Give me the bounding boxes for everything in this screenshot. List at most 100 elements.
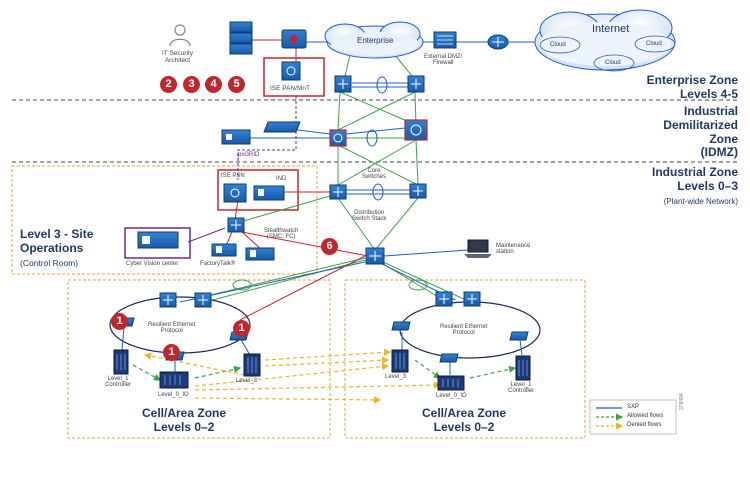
core-switch-right-icon xyxy=(409,183,427,199)
link-core-dist-1 xyxy=(337,197,376,251)
cell-right-level0-io-icon xyxy=(437,375,465,391)
cell-right-controller-icon xyxy=(515,355,531,381)
allowed-flow-1 xyxy=(132,364,162,381)
step-badge-4: 4 xyxy=(205,76,222,93)
link-idmz-fw-pair-b xyxy=(345,127,406,135)
link-core-l3switch xyxy=(239,195,331,223)
step-badge-6: 6 xyxy=(321,238,338,255)
link-cloud-left-switch xyxy=(344,54,351,77)
link-dist-l3-red xyxy=(241,231,369,257)
cell-left-controller-icon xyxy=(113,349,129,375)
link-l3switch-stealth xyxy=(241,231,263,251)
cell-right-switch-top-2-icon xyxy=(463,291,481,307)
denied-flow-3 xyxy=(194,363,390,387)
internet-cloud xyxy=(534,9,676,72)
link-ent-idmz-3 xyxy=(339,91,417,126)
enterprise-cloud xyxy=(324,21,424,59)
legend-denied: Denied flows xyxy=(627,422,662,428)
link-dist-cell-left-b xyxy=(204,259,366,303)
ise-psn-box xyxy=(217,169,299,211)
side-code: 378494 xyxy=(679,393,685,410)
step-badge-1-b: 1 xyxy=(233,320,250,337)
link-dist-maint xyxy=(383,249,469,257)
cell-right-ie-left-icon xyxy=(391,321,411,331)
cloud-label-2: Cloud xyxy=(646,41,662,47)
distribution-switch-icon xyxy=(365,247,385,265)
ise-pan-server-icon xyxy=(281,61,301,81)
external-firewall-icon xyxy=(433,31,457,49)
link-core-dist-2 xyxy=(374,197,419,251)
enterprise-switch-right-icon xyxy=(407,75,425,93)
cell-right-ie-bottom-icon xyxy=(439,353,459,363)
cell-area-zone-left-box xyxy=(67,279,331,439)
cloud-label-3: Cloud xyxy=(605,60,621,66)
link-cloud-right-switch xyxy=(394,54,413,77)
ise-pan-label: ISE PAN/MnT xyxy=(270,85,310,92)
cyber-vision-label: Cyber Vision center xyxy=(126,261,179,267)
cell-left-level3-icon xyxy=(243,353,261,377)
stealthwatch-server-icon xyxy=(245,247,275,261)
cell-right-io-label: Level_0_IO xyxy=(436,393,467,399)
link-dist-cell-red xyxy=(239,255,366,321)
external-dmz-label: External DMZ/Firewall xyxy=(424,54,463,67)
cell-right-ie-right-icon xyxy=(509,331,529,341)
cell-left-links xyxy=(121,327,251,372)
factorytalk-label: FactoryTalk® xyxy=(200,261,236,267)
allowed-flow-3 xyxy=(414,359,441,379)
denied-flow-4 xyxy=(194,381,442,391)
ise-pan-box xyxy=(263,57,325,97)
cell-left-io-label: Level_0_IO xyxy=(158,392,189,398)
step-badge-1-c: 1 xyxy=(163,344,180,361)
cell-left-level3-label: Level_3 xyxy=(236,378,258,384)
enterprise-cloud-label: Enterprise xyxy=(357,36,394,45)
link-psn-switch xyxy=(234,199,239,221)
pxgrid-label: pxGRID xyxy=(238,152,260,158)
router-icon xyxy=(487,34,509,50)
level3-switch-icon xyxy=(227,217,245,233)
idmz-switch-icon xyxy=(263,121,301,133)
cell-area-zone-right-box xyxy=(344,279,586,439)
level3-operations-title: Level 3 - Site Operations (Control Room) xyxy=(20,227,94,268)
maintenance-laptop-icon xyxy=(464,239,492,258)
cell-right-level3-icon xyxy=(391,349,409,373)
ise-psn-label: ISE PSN xyxy=(221,173,245,179)
denied-flow-2 xyxy=(264,356,390,367)
link-idmz-core-3 xyxy=(337,144,419,186)
cell-right-switch-top-1-icon xyxy=(435,291,453,307)
ind-label: IND xyxy=(276,176,287,182)
idmz-zone-title: Industrial Demilitarized Zone (IDMZ) xyxy=(663,104,738,160)
denied-flow-5 xyxy=(194,396,382,404)
idmz-firewall-left-icon xyxy=(329,129,347,147)
cell-left-switch-top-1-icon xyxy=(159,292,177,308)
legend-sxp: SXP xyxy=(627,404,640,410)
link-idmz-core-2 xyxy=(415,139,419,186)
security-server-stack-icon xyxy=(229,21,253,55)
stealthwatch-label: Stealthwatch(SMC, FC) xyxy=(264,228,299,241)
link-idmz-core-4 xyxy=(337,139,417,186)
core-switch-left-icon xyxy=(329,184,347,200)
link-ent-idmz-4 xyxy=(337,91,416,131)
idmz-firewall-right-icon xyxy=(404,119,428,141)
cell-left-level0-io-icon xyxy=(159,371,189,389)
allowed-flow-2 xyxy=(194,365,242,379)
flow-lines xyxy=(132,348,517,404)
allowed-flow-4 xyxy=(469,365,517,379)
link-dist-cell-left-a xyxy=(189,257,366,301)
bundle-markers xyxy=(232,76,428,291)
industrial-zone-title: Industrial Zone Levels 0–3 (Plant-wide N… xyxy=(651,165,738,206)
ind-server-icon xyxy=(253,185,285,201)
legend-allowed: Allowed flows xyxy=(627,413,664,419)
step-badge-1-a: 1 xyxy=(111,313,128,330)
cell-right-level3-label: Level_3 xyxy=(385,374,407,380)
factorytalk-server-icon xyxy=(211,243,237,257)
level3-operations-box xyxy=(11,165,318,275)
